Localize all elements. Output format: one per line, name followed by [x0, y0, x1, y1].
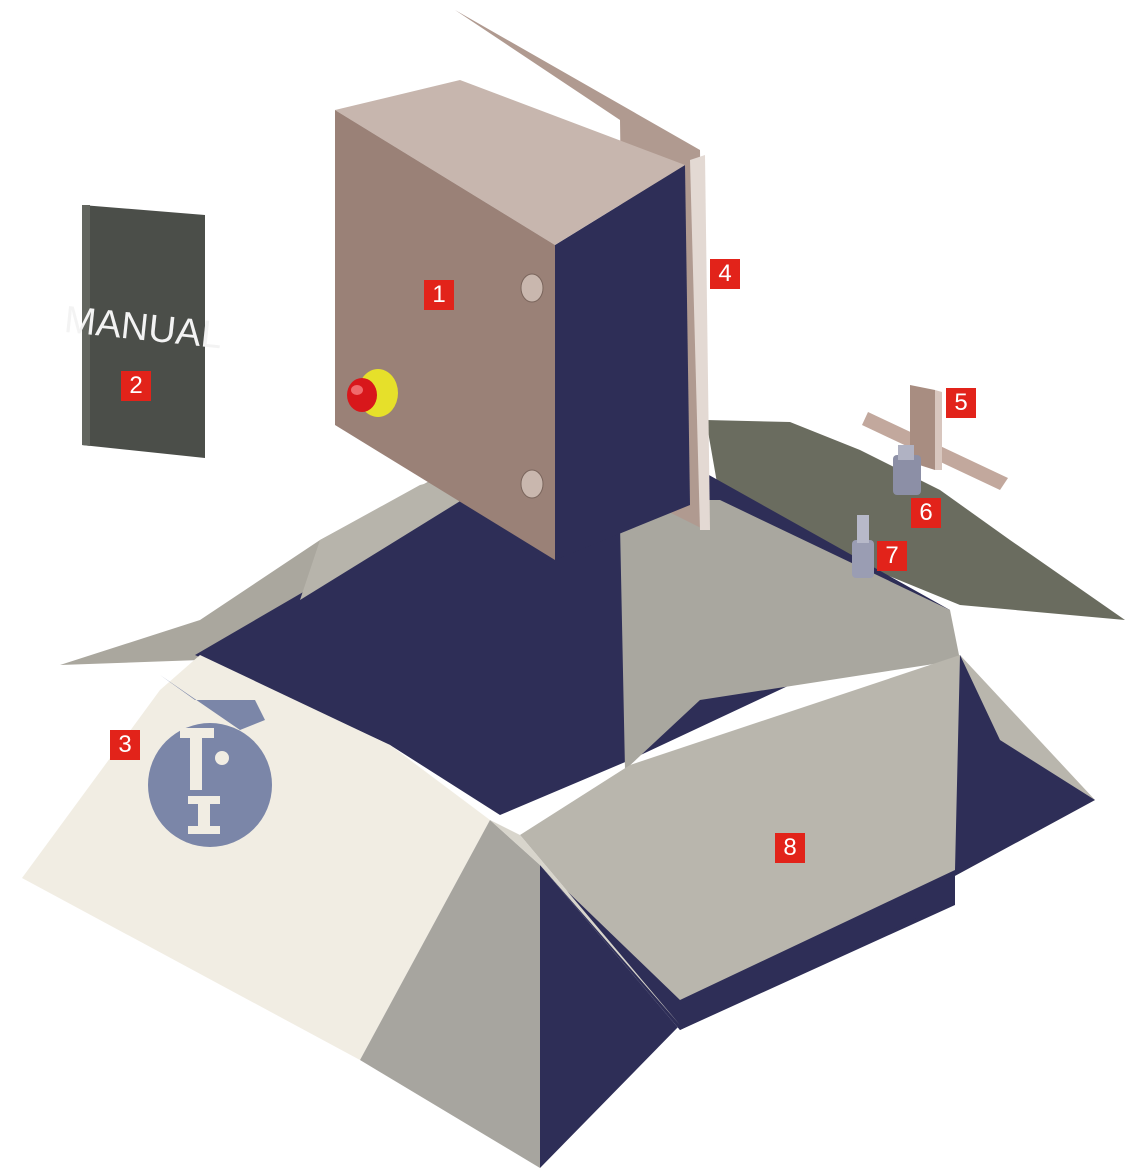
enclosure-top	[335, 80, 685, 245]
callout-bracket-assembly: 5	[946, 388, 976, 418]
fitting-upper-icon	[893, 445, 921, 495]
box-front-right-side-panel	[540, 865, 955, 1030]
callout-logo: 3	[110, 730, 140, 760]
callout-box: 8	[775, 833, 805, 863]
enclosure-front-door	[335, 110, 555, 560]
enclosure-back-plate-edge	[690, 155, 710, 530]
callout-mounting-bracket: 4	[710, 259, 740, 289]
callout-fitting-lower: 7	[877, 541, 907, 571]
latch-upper-icon	[520, 273, 544, 303]
callout-fitting-upper: 6	[911, 498, 941, 528]
manual-icon: MANUAL	[62, 205, 224, 458]
box-interior-right-wall	[620, 500, 960, 770]
fitting-lower-icon	[852, 515, 874, 578]
box-front-right-flap	[520, 655, 1095, 1025]
enclosure-right-side	[555, 165, 690, 560]
callout-enclosure: 1	[424, 280, 454, 310]
box-front-left-flap-edge	[360, 820, 540, 1168]
emergency-stop-icon	[347, 369, 398, 417]
bracket-assembly-icon	[862, 385, 1008, 490]
logo-icon	[148, 675, 272, 847]
callout-manual: 2	[121, 371, 151, 401]
latch-lower-icon	[520, 469, 544, 499]
box-back-flap-top	[300, 475, 470, 600]
